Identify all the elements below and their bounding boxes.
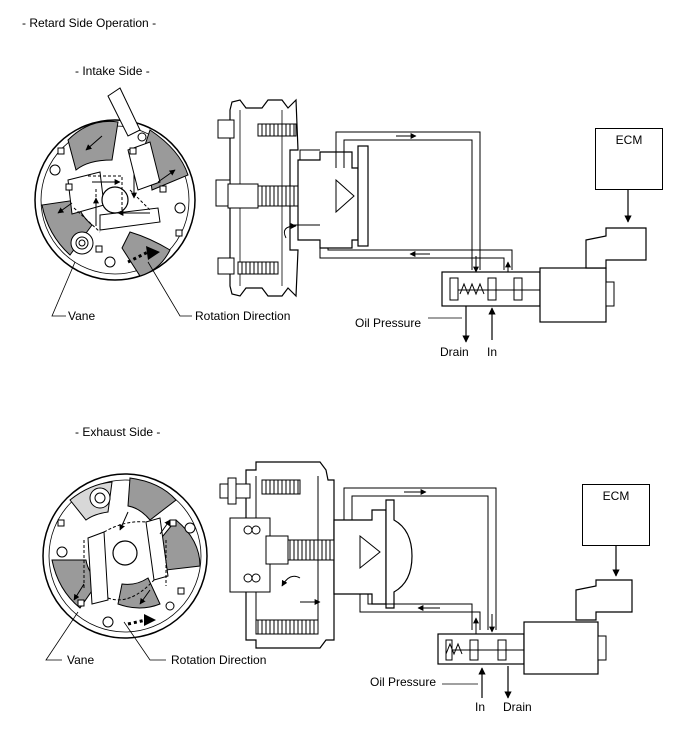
exhaust-oil-control-valve: [437, 545, 633, 699]
exhaust-ecm-box: ECM: [582, 484, 650, 546]
exhaust-oil-pressure-label: Oil Pressure: [370, 675, 437, 689]
intake-oil-control-valve: [428, 190, 647, 343]
intake-camshaft-assembly: [215, 98, 369, 298]
intake-oil-pressure-label: Oil Pressure: [355, 316, 422, 330]
intake-side-heading: - Intake Side -: [75, 64, 150, 78]
exhaust-in-label: In: [475, 700, 486, 714]
intake-drain-label: Drain: [440, 345, 469, 359]
intake-ecm-box: ECM: [595, 128, 663, 190]
intake-rotor-section: [34, 87, 196, 317]
intake-oil-lines: [319, 131, 513, 276]
page-title: - Retard Side Operation -: [22, 16, 157, 30]
intake-in-label: In: [487, 345, 498, 359]
intake-rotation-direction-label: Rotation Direction: [195, 309, 291, 323]
exhaust-drain-label: Drain: [503, 700, 532, 714]
intake-ecm-label: ECM: [615, 133, 643, 147]
exhaust-rotation-direction-label: Rotation Direction: [171, 653, 267, 667]
exhaust-rotor-section: [42, 473, 208, 661]
exhaust-ecm-label: ECM: [602, 489, 630, 503]
exhaust-camshaft-assembly: [219, 461, 413, 649]
exhaust-oil-lines: [343, 487, 497, 634]
exhaust-vane-label: Vane: [67, 653, 95, 667]
exhaust-side-heading: - Exhaust Side -: [75, 425, 161, 439]
intake-vane-label: Vane: [68, 309, 96, 323]
